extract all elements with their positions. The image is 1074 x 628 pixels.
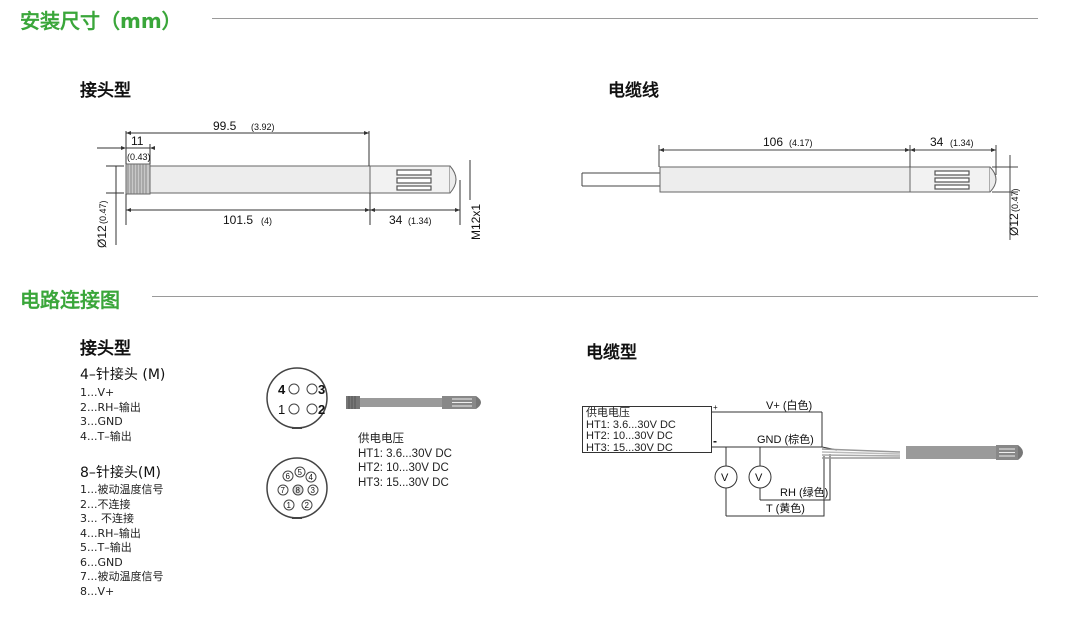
- terminal-minus: -: [713, 434, 717, 448]
- supply-voltage-box: 供电电压 HT1: 3.6...30V DC HT2: 10...30V DC …: [582, 406, 712, 453]
- list-item: 4...T–输出: [80, 429, 132, 443]
- cable-wiring-title: 电缆型: [586, 343, 637, 363]
- dim-label-inch: (3.92): [251, 122, 275, 132]
- dim-label-inch: (0.47): [1010, 188, 1020, 212]
- pin-label: 2: [305, 501, 310, 510]
- connector-8pin: 6 5 4 7 8 3 1 2: [266, 457, 328, 519]
- section-divider: [152, 296, 1038, 297]
- plug-type-title: 接头型: [80, 81, 131, 101]
- supply-line: HT1: 3.6...30V DC: [358, 447, 452, 460]
- wire-label-gnd: GND (棕色): [757, 432, 814, 446]
- cable-probe: [906, 445, 1023, 460]
- supply-box-line: HT3: 15...30V DC: [586, 441, 673, 454]
- supply-title: 供电电压: [358, 433, 404, 445]
- pin-label: 7: [281, 486, 286, 495]
- supply-voltage-block: 供电电压 HT1: 3.6...30V DC HT2: 10...30V DC …: [358, 432, 452, 490]
- pin-label: 4: [309, 473, 314, 482]
- dim-label: 101.5: [223, 213, 253, 227]
- dim-label: 34: [930, 135, 944, 149]
- plug-sensor-drawing: [97, 131, 471, 245]
- cable-sensor-drawing: [581, 145, 1018, 240]
- cable-dim-arrows: [659, 148, 996, 152]
- supply-line: HT3: 15...30V DC: [358, 476, 449, 489]
- terminal-plus: +: [713, 403, 718, 412]
- pin8-list: 1...被动温度信号 2...不连接 3... 不连接 4...RH–输出 5.…: [80, 483, 164, 599]
- supply-box-line: HT2: 10...30V DC: [586, 430, 673, 442]
- thread-label: M12x1: [469, 204, 483, 240]
- list-item: 6...GND: [80, 555, 123, 569]
- dim-label: Ø12: [95, 225, 109, 248]
- dim-label-inch: (1.34): [950, 138, 974, 148]
- wire-label-vplus: V+ (白色): [766, 398, 812, 412]
- cable-dim-labels: 106 (4.17) 34 (1.34) Ø12 (0.47): [763, 135, 1021, 236]
- list-item: 3... 不连接: [80, 512, 134, 525]
- pin4-header: 4–针接头 (M): [80, 367, 166, 383]
- list-item: 3...GND: [80, 415, 123, 428]
- dim-label-inch: (0.43): [127, 152, 151, 162]
- pin-label: 1: [278, 402, 285, 417]
- wiring-schematic: [712, 411, 838, 517]
- section-title-install: 安装尺寸（mm）: [20, 9, 182, 33]
- cable-type-title: 电缆线: [608, 81, 659, 101]
- pin-label: 4: [278, 382, 286, 397]
- supply-line: HT2: 10...30V DC: [358, 462, 449, 474]
- list-item: 1...被动温度信号: [80, 483, 164, 496]
- connector-4pin: 4 3 1 2: [266, 367, 328, 429]
- pin-label: 2: [318, 402, 325, 417]
- pin-label: 5: [298, 468, 303, 477]
- section-divider: [212, 18, 1038, 19]
- wire-label-t: T (黄色): [766, 501, 805, 515]
- plug-wiring-title: 接头型: [80, 339, 131, 359]
- wiring-labels: V+ (白色) GND (棕色) RH (绿色) T (黄色) + - V V: [713, 398, 828, 515]
- pin4-list: 1...V+ 2...RH–输出 3...GND 4...T–输出: [80, 386, 141, 444]
- pin-label: 3: [311, 486, 316, 495]
- dim-label-inch: (4.17): [789, 138, 813, 148]
- dim-label: 99.5: [213, 119, 237, 133]
- voltmeter-label: V: [721, 472, 729, 484]
- pin-label: 8: [296, 486, 301, 495]
- plug-dim-arrows: [121, 131, 460, 212]
- dim-label-inch: (4): [261, 216, 272, 226]
- pin8-header: 8–针接头(M): [80, 465, 161, 481]
- dim-label-inch: (0.47): [98, 200, 108, 224]
- cable-wires: [821, 448, 901, 459]
- dim-label: Ø12: [1007, 213, 1021, 236]
- pin-label: 6: [286, 472, 291, 481]
- supply-box-title: 供电电压: [586, 407, 630, 419]
- list-item: 4...RH–输出: [80, 526, 141, 540]
- probe-picture: [346, 396, 481, 409]
- plug-dim-labels: 99.5 (3.92) 11 (0.43) 101.5 (4) 34 (1.34…: [95, 119, 483, 248]
- voltmeter-label: V: [755, 472, 763, 484]
- dim-label: 106: [763, 135, 783, 149]
- list-item: 5...T–输出: [80, 541, 132, 554]
- voltmeter-icon: [748, 465, 772, 489]
- section-title-wiring: 电路连接图: [20, 288, 120, 312]
- list-item: 8...V+: [80, 584, 115, 598]
- list-item: 2...不连接: [80, 497, 131, 511]
- pin-label: 1: [287, 501, 292, 510]
- voltmeter-icon: [714, 465, 738, 489]
- list-item: 2...RH–输出: [80, 400, 141, 414]
- list-item: 1...V+: [80, 386, 115, 399]
- pin-label: 3: [318, 382, 325, 397]
- dim-label-inch: (1.34): [408, 216, 432, 226]
- list-item: 7...被动温度信号: [80, 570, 164, 583]
- dim-label: 11: [131, 134, 144, 148]
- supply-box-line: HT1: 3.6...30V DC: [586, 418, 676, 431]
- dim-label: 34: [389, 213, 403, 227]
- wire-label-rh: RH (绿色): [780, 485, 828, 499]
